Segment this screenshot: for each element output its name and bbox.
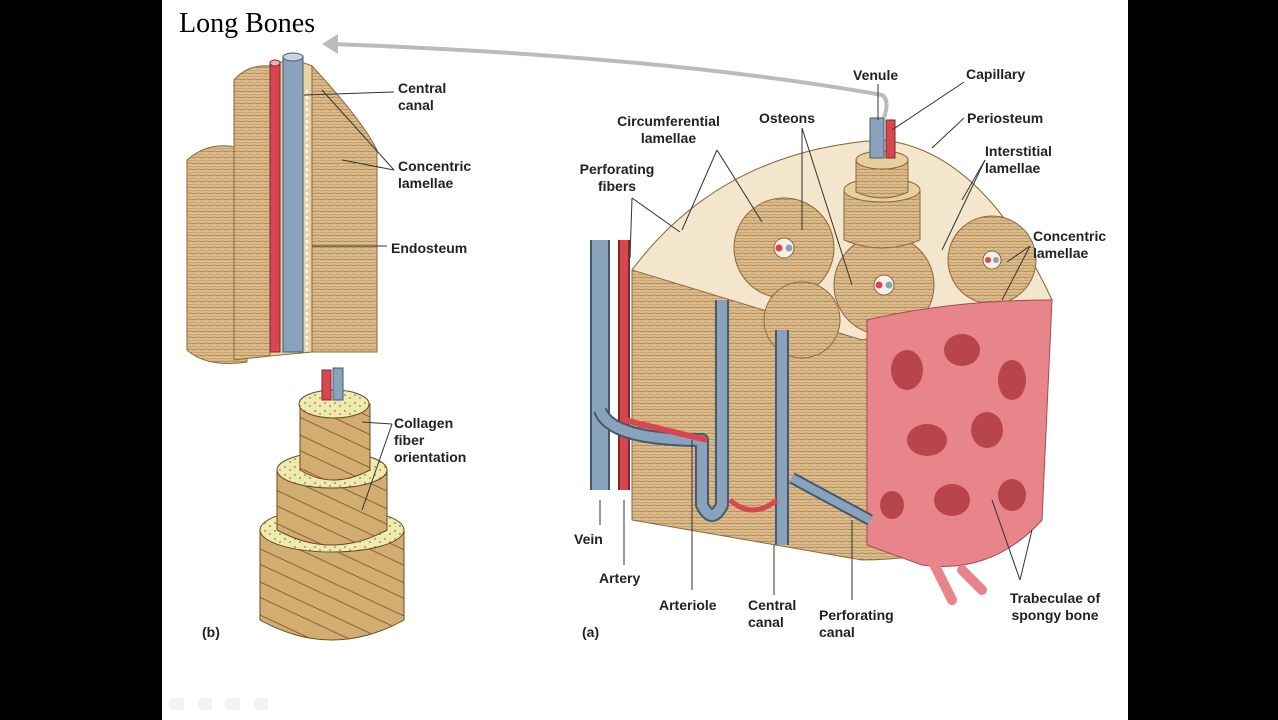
osteon-rings <box>733 197 1037 359</box>
label-central-canal-b: Central canal <box>398 80 447 113</box>
label-venule: Venule <box>853 67 899 83</box>
label-vein: Vein <box>574 531 603 547</box>
label-periosteum: Periosteum <box>967 110 1044 126</box>
label-central-canal-a: Central canal <box>748 597 797 630</box>
panel-label-b: (b) <box>202 624 220 640</box>
label-interstitial-lamellae: Interstitial lamellae <box>985 143 1052 176</box>
label-artery: Artery <box>599 570 641 586</box>
slide: Long Bones Central canal Concentric lame… <box>162 0 1128 720</box>
osteon-cutaway <box>186 52 378 364</box>
panel-label-a: (a) <box>582 624 600 640</box>
bone-diagram <box>186 34 1053 641</box>
spongy-bone <box>866 299 1053 605</box>
menu-icon[interactable] <box>226 698 240 710</box>
label-arteriole: Arteriole <box>659 597 717 613</box>
label-osteons: Osteons <box>759 110 816 126</box>
pen-icon[interactable] <box>198 698 212 710</box>
slide-controls[interactable] <box>170 698 268 710</box>
slide-title: Long Bones <box>179 8 316 39</box>
osteon-tower <box>843 117 921 249</box>
label-capillary: Capillary <box>966 66 1026 82</box>
label-endosteum: Endosteum <box>391 240 468 256</box>
label-perforating-canal: Perforating canal <box>819 607 894 640</box>
blood-vessels <box>590 240 873 545</box>
label-collagen-fiber-orientation: Collagen fiber orientation <box>394 415 467 465</box>
leader-lines-a <box>599 81 1033 600</box>
osteon-leader-lines <box>303 89 395 247</box>
label-concentric-lamellae-a: Concentric lamellae <box>1033 228 1107 261</box>
osteon-vessels <box>775 244 999 289</box>
label-concentric-lamellae-b: Concentric lamellae <box>398 158 472 191</box>
collagen-fiber-cylinders <box>259 367 405 641</box>
label-circumferential-lamellae: Circumferential lamellae <box>617 113 720 146</box>
connector-arrow <box>331 42 889 119</box>
label-perforating-fibers: Perforating fibers <box>579 161 655 194</box>
next-slide-icon[interactable] <box>254 698 268 710</box>
label-trabeculae: Trabeculae of spongy bone <box>1009 590 1101 623</box>
prev-slide-icon[interactable] <box>170 698 184 710</box>
